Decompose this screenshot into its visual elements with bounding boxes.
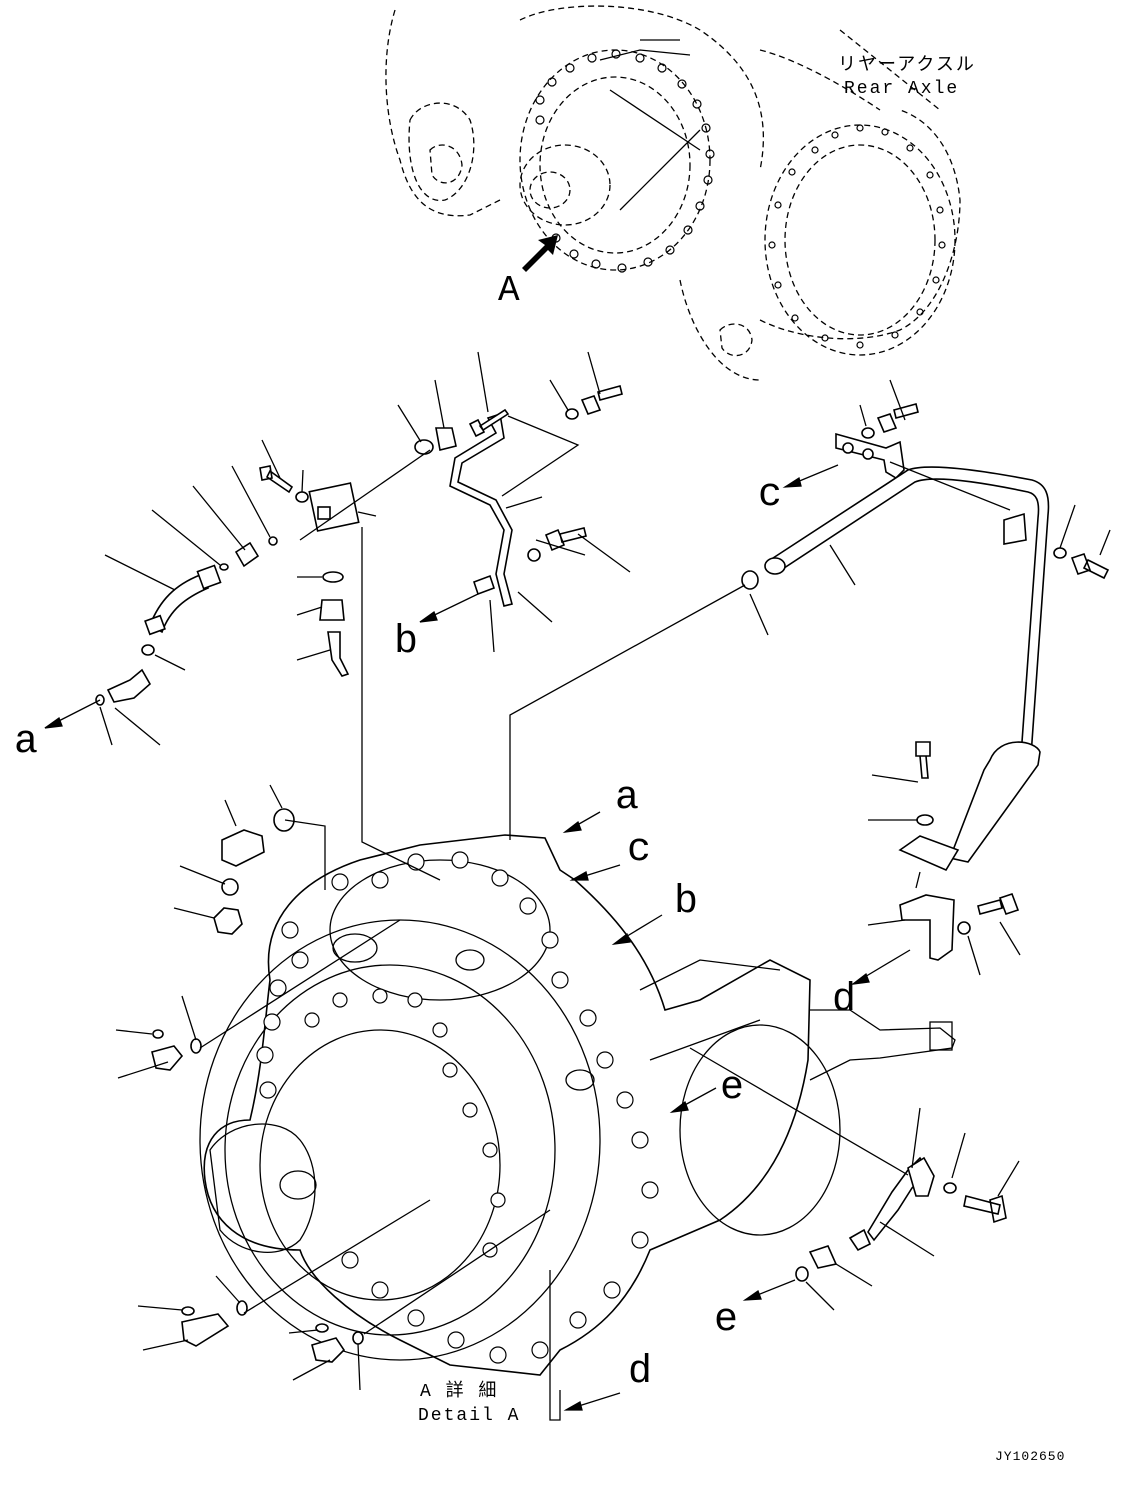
elbow-3 xyxy=(181,1313,230,1347)
leader-lines-left xyxy=(99,379,445,746)
drawing-code: JY102650 xyxy=(995,1449,1065,1464)
tee-small xyxy=(327,631,350,677)
rear-axle-overview xyxy=(385,5,961,381)
ref-label-e-right: e xyxy=(714,1298,738,1343)
final-drive-housing xyxy=(199,834,956,1421)
detail-caption-en: Detail A xyxy=(418,1406,520,1426)
reference-arrows xyxy=(44,464,911,1411)
o-ring-tube xyxy=(741,570,759,590)
housing-bolts xyxy=(256,851,659,1364)
bolt-right-top xyxy=(876,403,919,433)
o-ring-5 xyxy=(322,571,344,583)
bolt-circle-dots xyxy=(535,49,946,349)
bent-bracket xyxy=(449,412,513,607)
adapter-e xyxy=(808,1245,838,1269)
ref-label-e-main: e xyxy=(720,1066,744,1111)
mid-bracket-right xyxy=(1003,512,1027,545)
housing-fittings xyxy=(151,808,1007,1363)
mounting-block xyxy=(308,482,360,532)
lower-bracket xyxy=(899,894,955,961)
callout-rear-axle-en: Rear Axle xyxy=(844,79,959,99)
block-bolt xyxy=(259,465,294,494)
left-fitting-cluster xyxy=(95,427,457,706)
elbow-2 xyxy=(151,1045,184,1071)
washer-vertical xyxy=(916,814,934,826)
bolt-e xyxy=(963,1194,1007,1224)
tee-fitting xyxy=(221,829,265,867)
elbow-4 xyxy=(311,1337,346,1363)
ref-label-c-main: c xyxy=(627,828,651,873)
connector-1 xyxy=(234,541,260,568)
washer-1 xyxy=(295,491,309,503)
ref-label-b-top: b xyxy=(394,620,418,665)
view-marker-label: A xyxy=(498,270,520,311)
detail-caption-jp: A 詳 細 xyxy=(420,1380,498,1402)
ref-label-d-bottom: d xyxy=(628,1350,652,1395)
leader-lines-right xyxy=(749,379,1111,976)
ref-label-a-left: a xyxy=(14,720,38,765)
washer-right-top xyxy=(861,427,875,439)
o-ring-2 xyxy=(219,563,229,571)
oil-tube xyxy=(768,466,1050,771)
ref-label-a-main: a xyxy=(615,776,639,821)
spacer xyxy=(472,574,496,596)
plate-bracket xyxy=(898,835,960,872)
bolt-right-mid xyxy=(1070,552,1110,580)
bolt-top xyxy=(580,385,623,415)
o-ring-1 xyxy=(268,536,278,546)
adapter-top xyxy=(435,427,457,451)
bolt-lower xyxy=(977,892,1020,916)
leader-lines-housing xyxy=(115,527,1020,1391)
clip-bolt xyxy=(468,408,510,438)
bolt-mid xyxy=(544,527,587,552)
nipple xyxy=(319,599,345,621)
elbow-1 xyxy=(106,668,152,703)
washer-mid xyxy=(527,548,541,562)
washer-lower xyxy=(957,921,971,935)
middle-bracket-cluster xyxy=(449,385,623,607)
ref-label-d-right: d xyxy=(832,978,856,1023)
washer-right-mid xyxy=(1053,547,1067,559)
callout-rear-axle-jp: リヤーアクスル xyxy=(838,54,976,76)
leader-lines-middle xyxy=(477,351,631,653)
ref-label-b-main: b xyxy=(674,880,698,925)
bolt-vertical xyxy=(915,741,931,779)
o-ring-top xyxy=(414,439,434,455)
o-ring-3 xyxy=(141,644,155,656)
plug xyxy=(213,907,243,935)
washer-top xyxy=(565,408,579,420)
tube-sleeve xyxy=(948,741,1041,863)
right-tube-cluster xyxy=(741,403,1110,961)
ref-label-c-top: c xyxy=(758,473,782,518)
hose xyxy=(149,574,210,634)
view-arrow xyxy=(522,235,558,272)
